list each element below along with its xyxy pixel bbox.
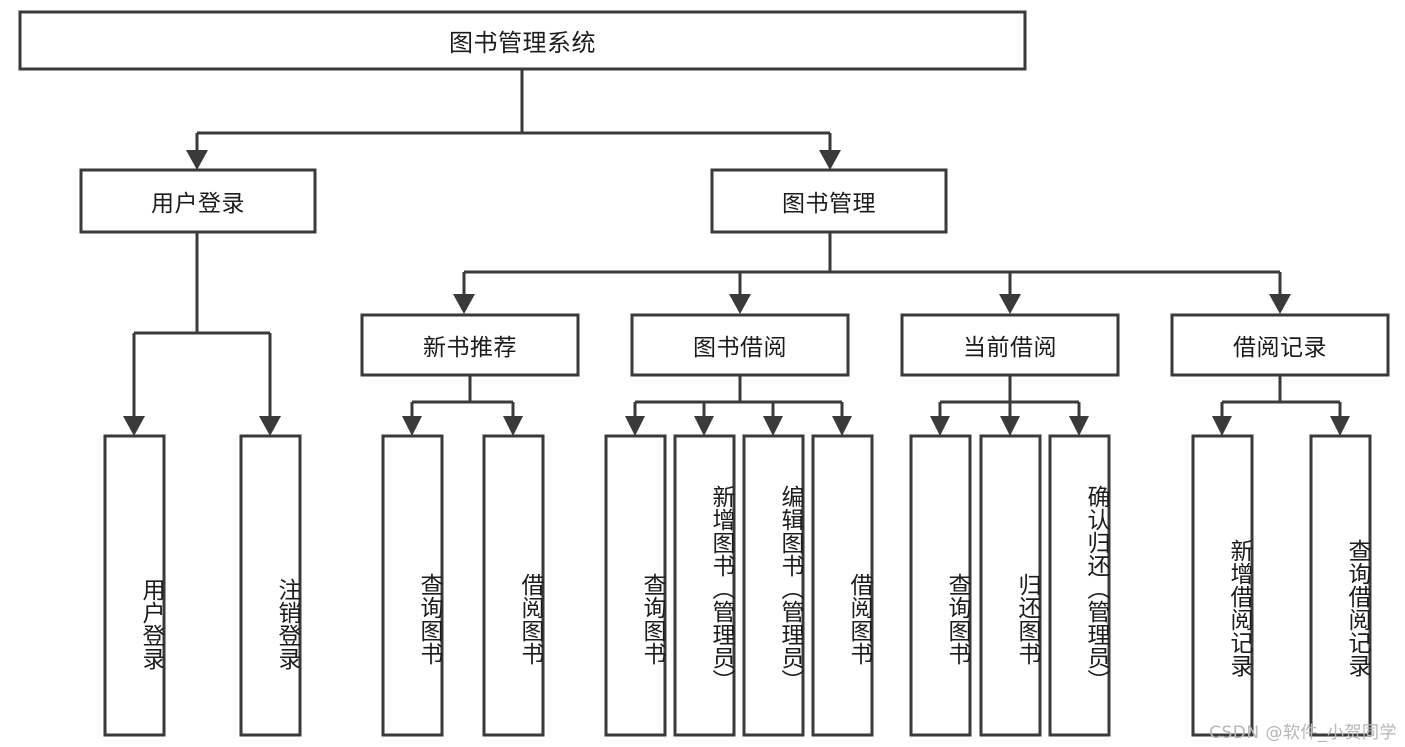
arrowhead-layer [123, 150, 1350, 436]
arrowhead-leaf-user-login [123, 416, 145, 436]
node-leaf-query-book-newbook[interactable] [381, 434, 444, 737]
arrowhead-record-leaf-1 [1212, 416, 1232, 436]
node-leaf-query-borrow-record[interactable] [1309, 434, 1372, 737]
arrowhead-borrow-leaf-1 [625, 416, 645, 436]
node-leaf-query-book-borrow[interactable] [604, 434, 667, 737]
arrowhead-current-leaf-1 [930, 416, 950, 436]
node-leaf-borrow-book-newbook[interactable] [482, 434, 545, 737]
node-leaf-return-book[interactable] [979, 434, 1042, 737]
arrowhead-borrow-leaf-4 [832, 416, 852, 436]
node-leaf-query-book-current[interactable] [909, 434, 972, 737]
node-leaf-add-borrow-record[interactable] [1191, 434, 1254, 737]
node-leaf-edit-book-admin[interactable] [742, 434, 805, 737]
arrowhead-current [999, 294, 1021, 314]
arrowhead-leaf-logout [259, 416, 281, 436]
box-layer [18, 10, 1390, 737]
connector-layer [132, 69, 1342, 418]
arrowhead-borrow-leaf-2 [694, 416, 714, 436]
arrowhead-newbook-leaf-1 [402, 416, 422, 436]
node-current-borrow[interactable] [900, 313, 1120, 377]
node-leaf-user-login[interactable] [103, 434, 166, 737]
node-leaf-logout[interactable] [239, 434, 302, 737]
node-book-borrow[interactable] [630, 313, 850, 377]
arrowhead-newbook-leaf-2 [503, 416, 523, 436]
arrowhead-current-leaf-3 [1069, 416, 1089, 436]
node-user-login[interactable] [79, 168, 317, 234]
arrowhead-borrow [729, 294, 751, 314]
arrowhead-newbook [453, 294, 475, 314]
node-root-book-management-system[interactable] [18, 10, 1027, 71]
node-leaf-borrow-book[interactable] [811, 434, 874, 737]
arrowhead-user-login [186, 150, 208, 170]
node-leaf-add-book-admin[interactable] [673, 434, 736, 737]
arrowhead-record-leaf-2 [1330, 416, 1350, 436]
node-leaf-confirm-return-admin[interactable] [1048, 434, 1111, 737]
arrowhead-record [1269, 294, 1291, 314]
node-book-management[interactable] [710, 168, 948, 234]
arrowhead-book-mgmt [819, 150, 841, 170]
arrowhead-borrow-leaf-3 [763, 416, 783, 436]
arrowhead-current-leaf-2 [1000, 416, 1020, 436]
node-borrow-record[interactable] [1170, 313, 1390, 377]
node-new-book-recommend[interactable] [360, 313, 580, 377]
